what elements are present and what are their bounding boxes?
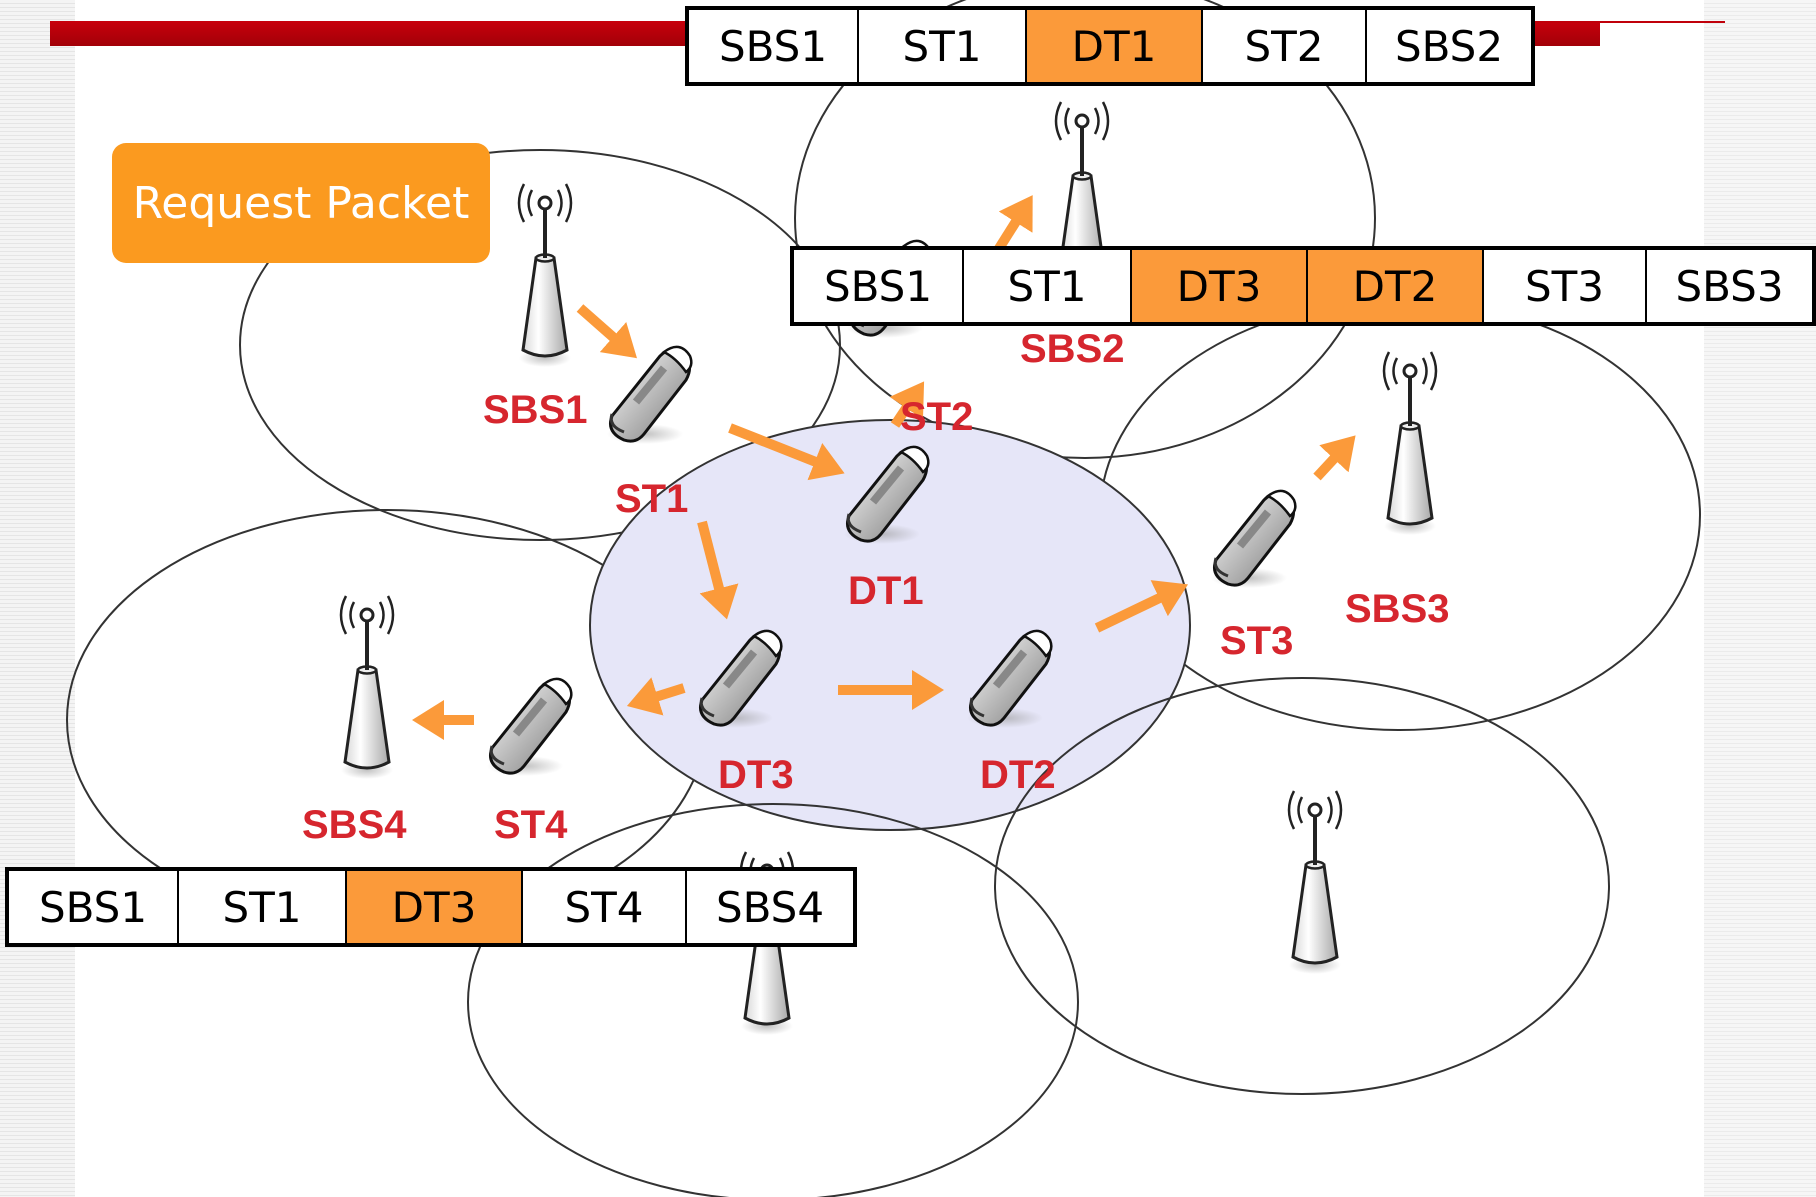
- packet-cell: ST1: [964, 250, 1132, 322]
- packet-cell: ST2: [1203, 10, 1367, 82]
- route-arrow: [993, 195, 1033, 253]
- label-sbs4: SBS4: [302, 803, 407, 847]
- label-sbs1: SBS1: [483, 388, 588, 432]
- route-arrow: [1094, 580, 1189, 633]
- mobile-phone-icon: [487, 679, 571, 776]
- label-st4: ST4: [494, 803, 568, 847]
- label-sbs3: SBS3: [1345, 587, 1450, 631]
- packet-cell: SBS2: [1394, 21, 1504, 71]
- coverage-circle-bottom: [467, 803, 1079, 1197]
- packet-cell: SBS1: [9, 871, 179, 943]
- label-sbs2: SBS2: [1020, 327, 1125, 371]
- antenna-tower-icon: [1287, 789, 1343, 976]
- label-dt1: DT1: [848, 569, 924, 613]
- packet-cell: SBS1: [794, 250, 964, 322]
- label-st1: ST1: [615, 477, 688, 521]
- packet-cell: ST1: [859, 10, 1027, 82]
- mobile-phone-icon: [1211, 491, 1295, 588]
- slide-right-stripe: [1704, 0, 1816, 1197]
- route-arrows: [412, 195, 1356, 740]
- packet-cell: ST1: [179, 871, 347, 943]
- request-packet-label: Request Packet: [132, 177, 470, 229]
- route-arrow: [1313, 435, 1356, 481]
- packet-cell: SBS4: [715, 882, 825, 932]
- packet-cell: ST3: [1484, 250, 1647, 322]
- packet-cell: DT2: [1308, 250, 1484, 322]
- coverage-circle-bottom-right: [994, 677, 1610, 1095]
- route-arrow: [626, 677, 686, 716]
- route-arrow: [728, 423, 845, 481]
- packet-cell: DT3: [1132, 250, 1308, 322]
- packet-cell: SBS1: [689, 10, 859, 82]
- packet-cell: ST4: [523, 871, 687, 943]
- route-arrow: [697, 520, 739, 620]
- route-arrow: [576, 304, 638, 359]
- route-arrow: [889, 381, 925, 428]
- request-packet-badge: Request Packet: [112, 143, 490, 263]
- packet-cell: SBS3: [1675, 261, 1784, 311]
- label-dt3: DT3: [718, 753, 794, 797]
- packet-cell: DT3: [347, 871, 523, 943]
- antenna-tower-icon: [517, 182, 573, 369]
- antenna-tower-icon: [1382, 350, 1438, 537]
- label-st3: ST3: [1220, 619, 1293, 663]
- coverage-circle-sbs2: [794, 0, 1376, 459]
- antenna-tower-icon: [339, 594, 395, 781]
- node-labels: SBS1 ST1 DT1 ST2 SBS2 SBS3 ST3 DT2 DT3 S…: [302, 327, 1450, 847]
- slide-left-stripe: [0, 0, 75, 1197]
- packet-cell: DT1: [1027, 10, 1203, 82]
- label-dt2: DT2: [980, 753, 1056, 797]
- slide-title-line: [1380, 21, 1725, 23]
- label-st2: ST2: [900, 395, 973, 439]
- mobile-phone-icon: [607, 347, 691, 444]
